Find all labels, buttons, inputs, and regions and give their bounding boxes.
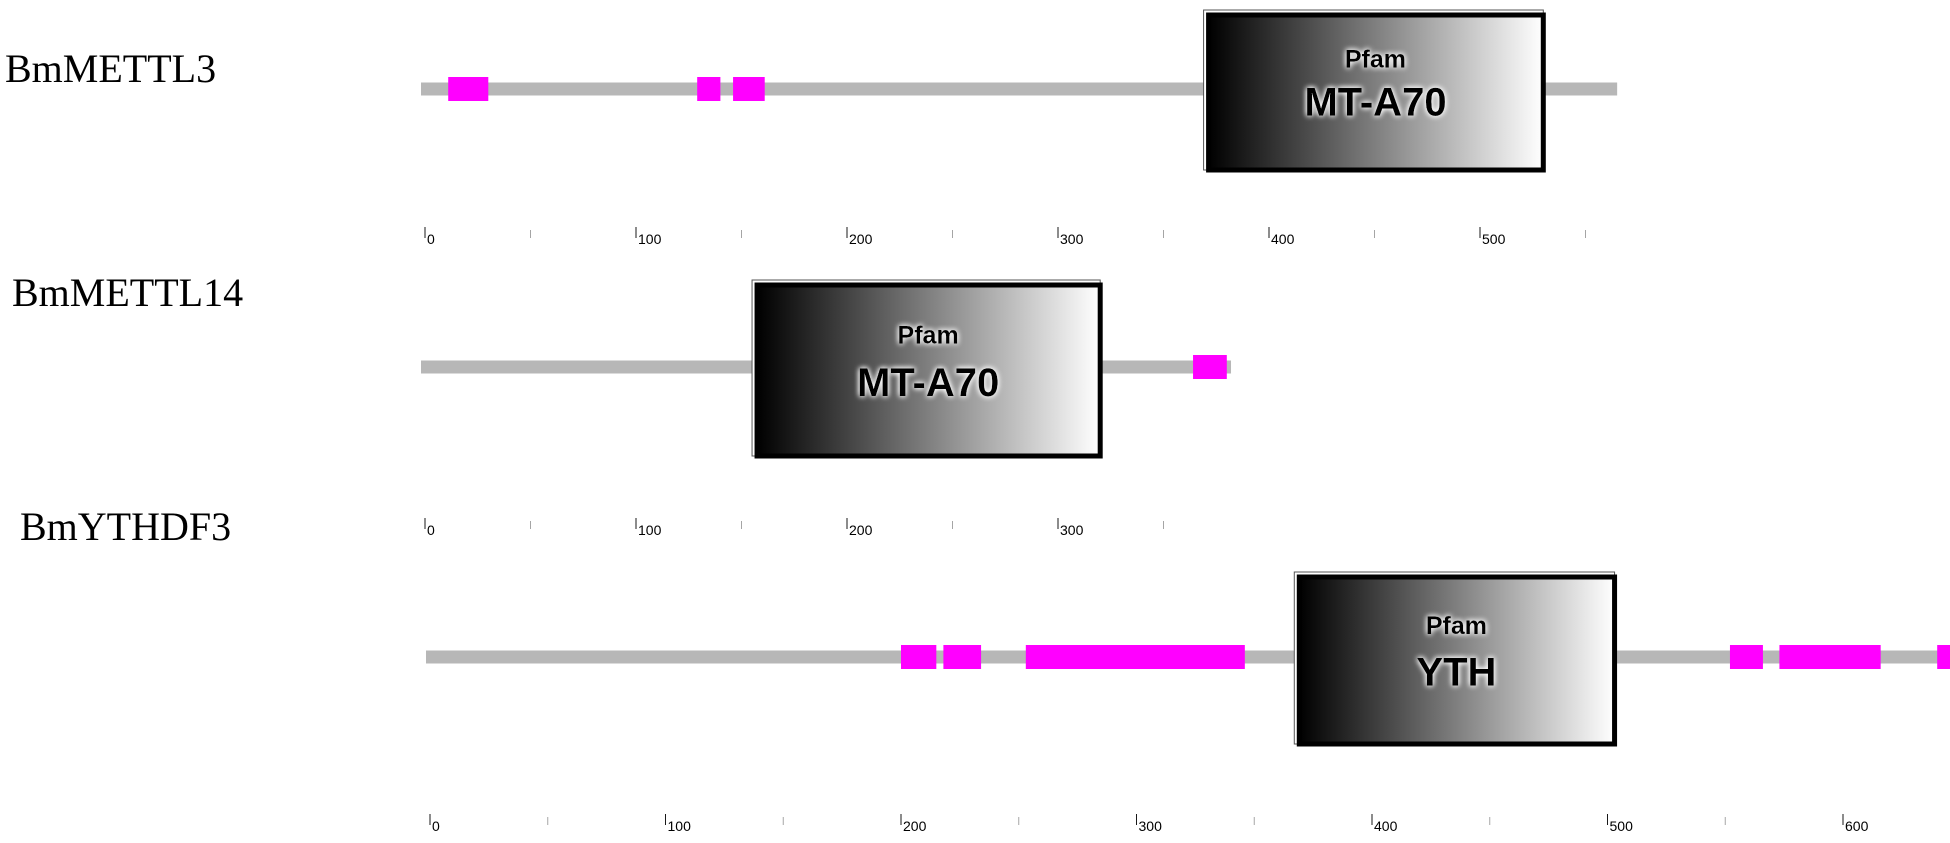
segment-3 bbox=[1729, 645, 1763, 669]
tick-label: 200 bbox=[849, 522, 873, 538]
tick-label: 0 bbox=[432, 818, 440, 834]
segment-0 bbox=[1193, 355, 1227, 379]
domain-box-0 bbox=[1296, 574, 1618, 747]
domain-source-label: Pfam bbox=[1426, 612, 1487, 640]
domain-box-0 bbox=[754, 282, 1103, 459]
domain-source-label: Pfam bbox=[898, 321, 959, 349]
domain-source-label: Pfam bbox=[1345, 46, 1406, 74]
tick-label: 200 bbox=[903, 818, 927, 834]
tick-label: 600 bbox=[1845, 818, 1869, 834]
tick-label: 300 bbox=[1060, 522, 1084, 538]
segment-2 bbox=[1025, 645, 1245, 669]
domain-box-0 bbox=[1206, 12, 1546, 173]
tick-label: 0 bbox=[427, 231, 435, 247]
segment-1 bbox=[697, 77, 721, 101]
protein-name-bmmettl3: BmMETTL3 bbox=[5, 46, 216, 91]
segment-2 bbox=[733, 77, 765, 101]
tick-label: 500 bbox=[1610, 818, 1634, 834]
tick-label: 100 bbox=[668, 818, 692, 834]
protein-name-bmythdf3: BmYTHDF3 bbox=[20, 504, 231, 549]
tick-label: 200 bbox=[849, 231, 873, 247]
tick-label: 0 bbox=[427, 522, 435, 538]
domain-name-label: MT-A70 bbox=[857, 361, 999, 405]
tick-label: 100 bbox=[638, 231, 662, 247]
segment-0 bbox=[448, 77, 489, 101]
tick-label: 500 bbox=[1482, 231, 1506, 247]
segment-5 bbox=[1937, 645, 1950, 669]
tick-label: 100 bbox=[638, 522, 662, 538]
segment-0 bbox=[901, 645, 937, 669]
segment-1 bbox=[943, 645, 982, 669]
tick-label: 400 bbox=[1271, 231, 1295, 247]
protein-name-bmmettl14: BmMETTL14 bbox=[12, 270, 243, 315]
tick-label: 400 bbox=[1374, 818, 1398, 834]
segment-4 bbox=[1779, 645, 1881, 669]
domain-name-label: MT-A70 bbox=[1304, 81, 1446, 125]
domain-name-label: YTH bbox=[1416, 651, 1496, 695]
tick-label: 300 bbox=[1139, 818, 1163, 834]
tick-label: 300 bbox=[1060, 231, 1084, 247]
